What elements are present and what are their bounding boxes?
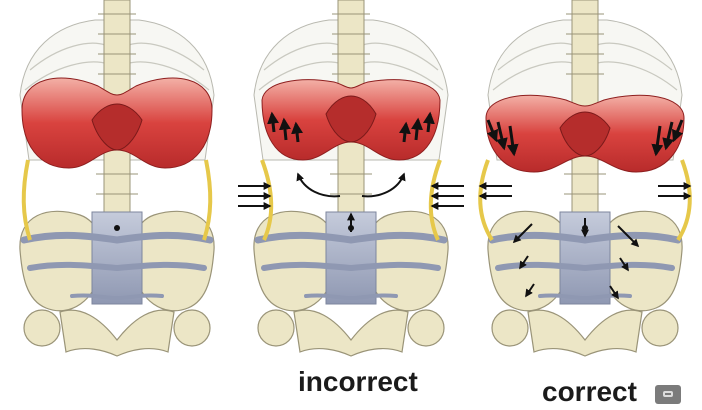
curved-arrow-left [298, 174, 340, 196]
chat-bubble-icon[interactable] [655, 385, 681, 404]
side-arrows-outward-left [480, 186, 512, 196]
curved-arrow-right [362, 174, 404, 196]
abdominal-wall-left [480, 160, 492, 240]
side-arrows-outward-right [658, 186, 690, 196]
side-arrows-inward-right [432, 186, 464, 206]
panel-correct [480, 0, 690, 356]
caption-correct: correct [542, 376, 637, 408]
abdominal-wall-right [678, 160, 690, 240]
side-arrows-inward-left [238, 186, 270, 206]
panel-incorrect [238, 0, 464, 356]
panel-neutral [20, 0, 214, 356]
caption-incorrect: incorrect [298, 366, 418, 398]
